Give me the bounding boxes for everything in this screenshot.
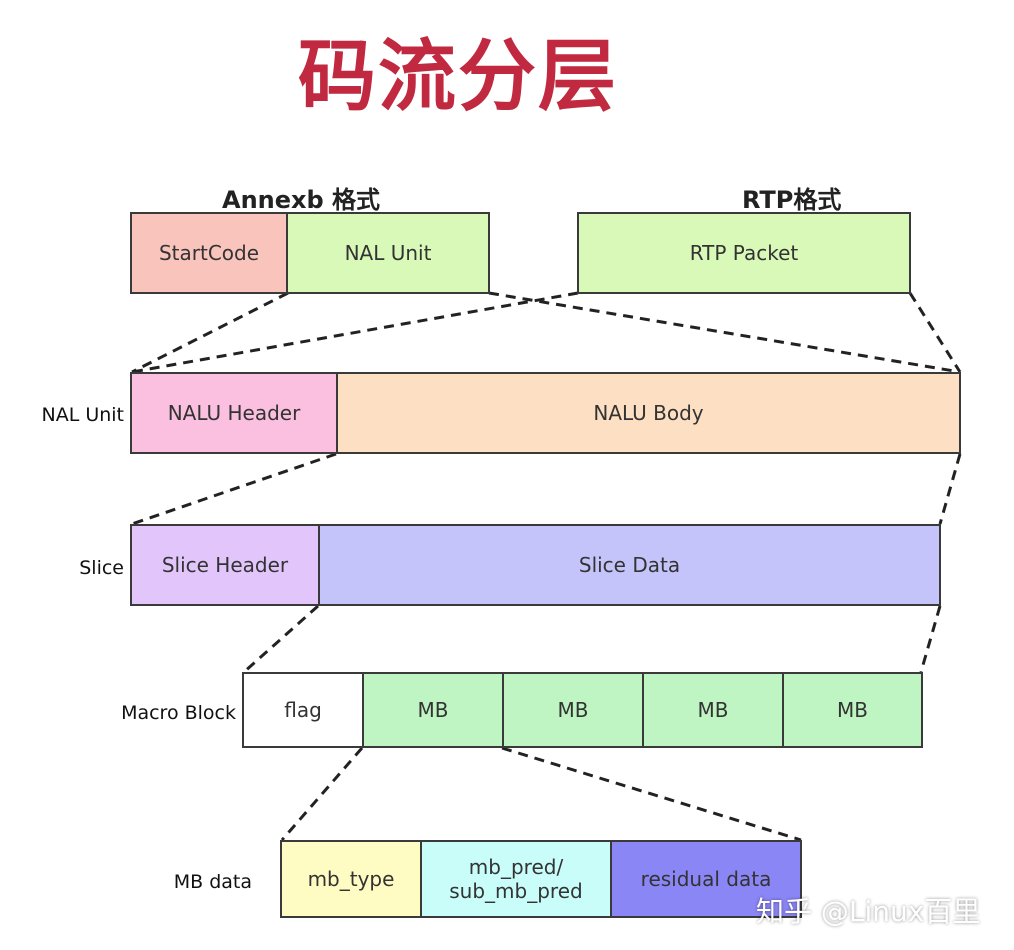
residual-data-label: residual data — [640, 867, 772, 891]
slice-header-box: Slice Header — [130, 524, 320, 606]
mb-box: MB — [642, 672, 784, 748]
connector-line — [938, 453, 962, 525]
connector-line — [243, 604, 319, 674]
annexb-nal-unit-label: NAL Unit — [344, 241, 432, 265]
connector-line — [908, 292, 962, 373]
mb-label: MB — [837, 698, 868, 722]
mb-box: MB — [502, 672, 644, 748]
row-label-macro-block: Macro Block — [121, 702, 236, 724]
connector-line — [488, 291, 961, 374]
flag-box: flag — [242, 672, 364, 748]
rtp-packet-box: RTP Packet — [577, 212, 911, 294]
row-label-slice: Slice — [79, 557, 124, 579]
mb-box: MB — [362, 672, 504, 748]
connector-line — [919, 605, 942, 673]
rtp-packet-label: RTP Packet — [689, 241, 799, 265]
nalu-body-label: NALU Body — [593, 401, 704, 425]
annexb-nal-unit-box: NAL Unit — [286, 212, 490, 294]
page-title: 码流分层 — [298, 32, 619, 122]
slice-data-label: Slice Data — [578, 553, 681, 577]
connector-line — [501, 746, 802, 842]
connector-line — [131, 291, 289, 374]
mb-pred-box: mb_pred/ sub_mb_pred — [420, 840, 612, 918]
nalu-body-box: NALU Body — [336, 372, 961, 454]
annexb-format-label: Annexb 格式 — [222, 186, 381, 214]
mb-label: MB — [557, 698, 589, 722]
nalu-header-box: NALU Header — [130, 372, 338, 454]
flag-label: flag — [284, 698, 322, 722]
mb-label: MB — [697, 698, 729, 722]
connector-line — [131, 452, 337, 526]
startcode-label: StartCode — [158, 241, 260, 265]
residual-data-box: residual data — [610, 840, 802, 918]
mb-box: MB — [782, 672, 923, 748]
watermark: 知乎 @Linux百里 — [756, 895, 981, 928]
slice-data-box: Slice Data — [318, 524, 941, 606]
row-label-nal-unit: NAL Unit — [41, 404, 124, 426]
nalu-header-label: NALU Header — [167, 401, 301, 425]
mb-label: MB — [417, 698, 449, 722]
mb-pred-label: mb_pred/ — [468, 855, 564, 879]
slice-header-label: Slice Header — [161, 553, 289, 577]
startcode-box: StartCode — [130, 212, 288, 294]
connector-line — [280, 747, 364, 841]
sub-mb-pred-label: sub_mb_pred — [449, 879, 583, 903]
row-label-mb-data: MB data — [173, 871, 252, 893]
rtp-format-label: RTP格式 — [742, 186, 842, 214]
mb-type-label: mb_type — [307, 867, 395, 891]
mb-type-box: mb_type — [280, 840, 422, 918]
connector-line — [131, 291, 579, 374]
